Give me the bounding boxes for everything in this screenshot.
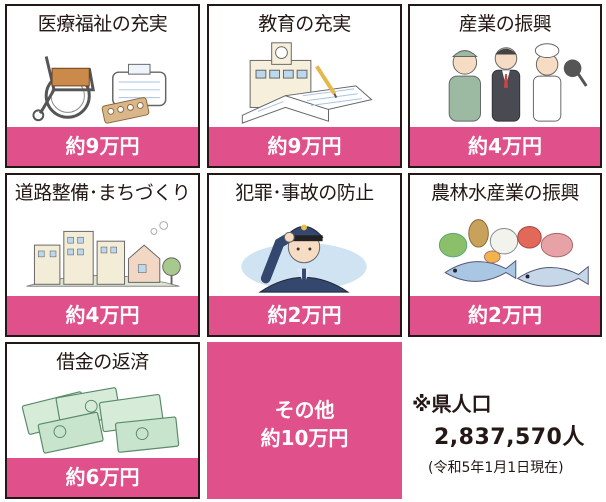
produce-fish-illustration (410, 207, 600, 293)
other-box: その他 約10万円 (207, 342, 402, 499)
amount-label: 約9万円 (209, 127, 400, 166)
card-industry: 産業の振興 約4万円 (408, 4, 602, 168)
card-title: 農林水産業の振興 (430, 182, 580, 204)
amount-label: 約6万円 (7, 458, 198, 497)
card-title: 道路整備･まちづくり (14, 182, 191, 204)
card-roads-town: 道路整備･まちづくり 約4万円 (5, 173, 200, 337)
card-education: 教育の充実 約9万円 (207, 4, 402, 168)
amount-label: 約4万円 (7, 296, 198, 335)
amount-label: 約2万円 (209, 296, 400, 335)
card-medical-welfare: 医療福祉の充実 約9万円 (5, 4, 200, 168)
police-officer-illustration (209, 207, 400, 293)
amount-label: 約4万円 (410, 127, 600, 166)
population-date: (令和5年1月1日現在) (428, 460, 564, 476)
card-title: 教育の充実 (258, 13, 351, 35)
card-agriculture: 農林水産業の振興 約2万円 (408, 173, 602, 337)
card-debt-repayment: 借金の返済 約6万円 (5, 342, 200, 499)
amount-label: 約2万円 (410, 296, 600, 335)
other-amount: 約10万円 (260, 426, 349, 450)
card-title: 医療福祉の充実 (37, 13, 168, 35)
card-crime-prevention: 犯罪･事故の防止 約2万円 (207, 173, 402, 337)
card-title: 借金の返済 (56, 351, 149, 373)
banknotes-illustration (7, 376, 198, 456)
card-title: 産業の振興 (458, 13, 552, 35)
population-note: ※県人口 2,837,570人 (令和5年1月1日現在) (412, 388, 606, 477)
school-book-illustration (209, 38, 400, 124)
town-illustration (7, 207, 198, 293)
card-title: 犯罪･事故の防止 (235, 182, 374, 204)
population-value: 2,837,570人 (434, 425, 585, 450)
population-label: ※県人口 (412, 392, 492, 416)
amount-label: 約9万円 (7, 127, 198, 166)
workers-illustration (410, 38, 600, 124)
wheelchair-medicine-illustration (7, 38, 198, 124)
other-label: その他 (274, 398, 335, 422)
